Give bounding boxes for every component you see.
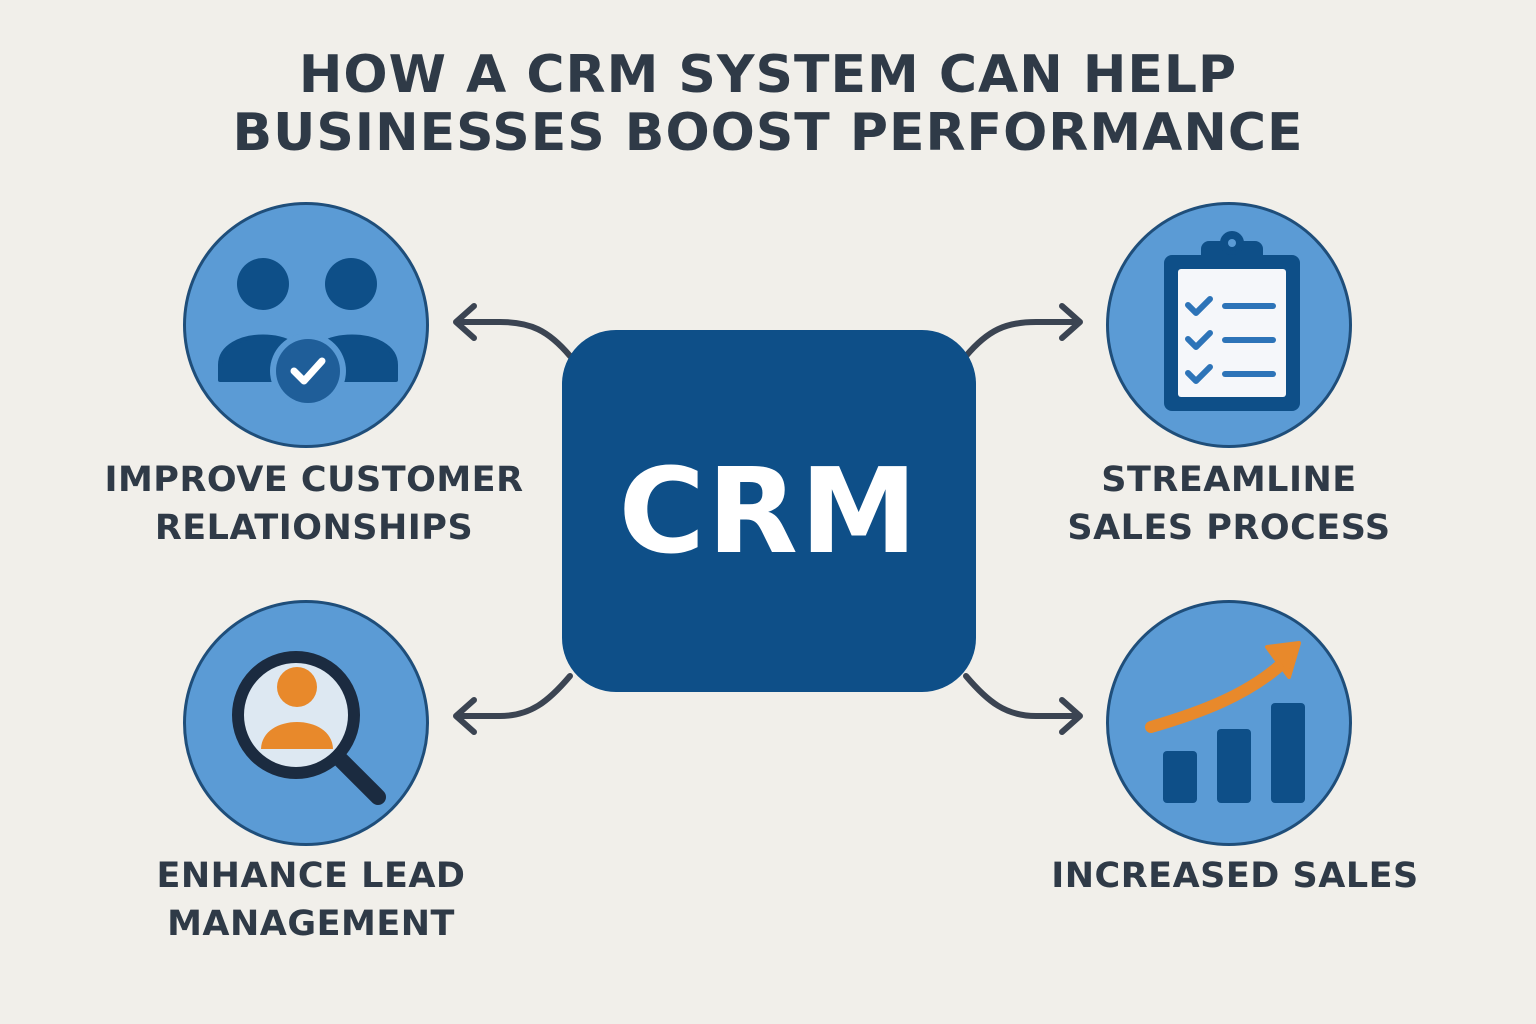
arrow-to-lead-management [455,673,573,719]
clipboard-checklist-icon [1164,231,1300,411]
arrowhead-lead-management [453,697,477,735]
crm-center-box: CRM [562,330,976,692]
growth-chart-icon [1145,641,1305,803]
sales-process-circle [1106,202,1352,448]
increased-sales-circle [1106,600,1352,846]
arrow-to-increased-sales [963,673,1081,719]
arrowhead-sales-process [1059,303,1083,341]
label-improve-customer-relationships: IMPROVE CUSTOMER RELATIONSHIPS [104,460,524,548]
arrowhead-increased-sales [1059,697,1083,735]
label-streamline-sales-process: STREAMLINE SALES PROCESS [1067,460,1391,548]
lead-management-circle [183,600,429,846]
magnifier-person-icon [232,651,386,805]
crm-label: CRM [618,442,920,580]
arrow-to-sales-process [963,319,1081,359]
arrow-to-customer-relationships [455,319,573,359]
title-line-2: BUSINESSES BOOST PERFORMANCE [232,103,1304,163]
customer-relationships-circle [183,202,429,448]
label-enhance-lead-management: ENHANCE LEAD MANAGEMENT [156,856,466,944]
title-line-1: HOW A CRM SYSTEM CAN HELP [298,45,1238,105]
label-increased-sales: INCREASED SALES [1051,856,1419,896]
page-title: HOW A CRM SYSTEM CAN HELP BUSINESSES BOO… [0,46,1536,162]
arrowhead-customer-relationships [453,303,477,341]
customers-check-icon [218,258,398,409]
